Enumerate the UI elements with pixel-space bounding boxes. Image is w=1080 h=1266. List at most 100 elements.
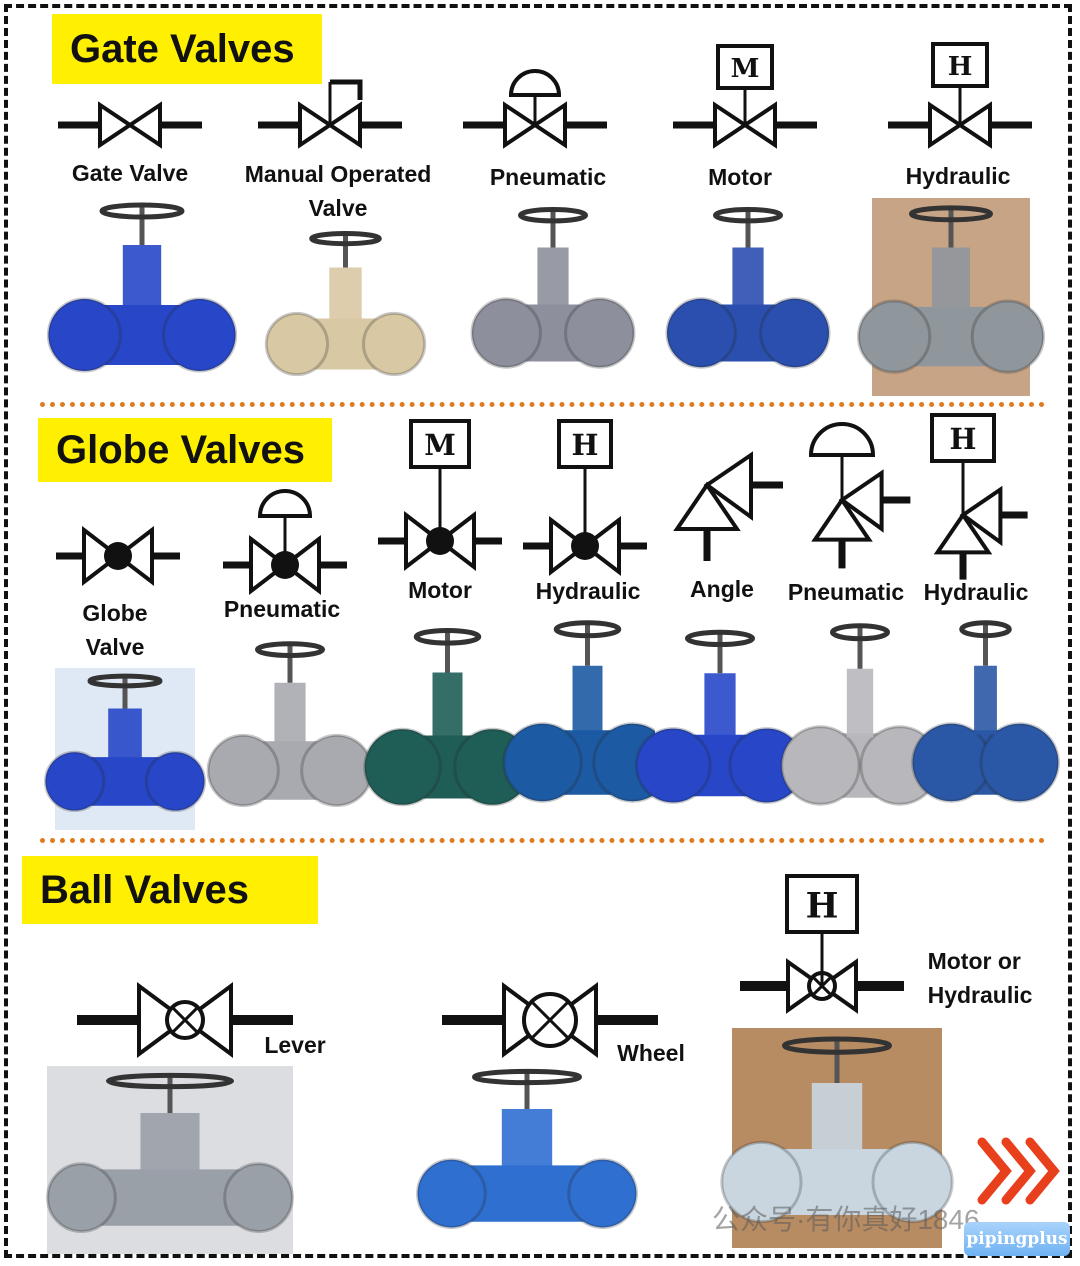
- valve-bonnet: [501, 1109, 553, 1170]
- label-ball-lever: Lever: [264, 1032, 326, 1058]
- label-globe-valve: Globe Valve: [82, 600, 148, 660]
- valve-photo: [470, 200, 636, 390]
- actuator-letter: M: [731, 54, 760, 84]
- valve-flange: [911, 722, 992, 803]
- valve-photo: [502, 612, 673, 827]
- handwheel: [713, 207, 783, 224]
- valve-photo: [43, 668, 207, 830]
- label-ball-wheel: Wheel: [617, 1040, 685, 1066]
- pipingplus-badge: pipingplus: [964, 1222, 1070, 1256]
- valve-flange: [502, 722, 583, 803]
- valve-triangle: [531, 101, 567, 149]
- valve-triangle: [181, 982, 233, 1058]
- symbol-ball-motor: H: [740, 874, 904, 1014]
- valve-triangle: [298, 101, 334, 149]
- valve-photo: [911, 612, 1060, 827]
- actuator-letter: H: [950, 422, 977, 456]
- label-gate-valve: Gate Valve: [71, 160, 189, 186]
- symbol-gate-valve: [58, 101, 202, 149]
- section-title-ball: Ball Valves: [22, 856, 318, 924]
- valve-triangle: [137, 982, 189, 1058]
- handwheel: [472, 1068, 582, 1086]
- valve-bonnet: [122, 245, 162, 309]
- handwheel: [518, 207, 588, 224]
- chevron-icon: [977, 1137, 1012, 1205]
- chevron-icon: [1025, 1137, 1060, 1205]
- actuator-box-icon: [931, 42, 989, 88]
- section-title-gate: Gate Valves: [52, 14, 322, 84]
- handwheel: [99, 202, 185, 220]
- valve-bonnet: [274, 682, 306, 746]
- valve-flange: [564, 297, 636, 369]
- actuator-box-icon: [716, 44, 774, 90]
- symbol-pneumatic-globe: [223, 489, 347, 596]
- handwheel: [830, 623, 890, 642]
- valve-bonnet: [811, 1083, 863, 1154]
- valve-triangle: [126, 101, 162, 149]
- handwheel: [87, 673, 163, 689]
- valve-flange: [144, 750, 207, 813]
- valve-flange: [223, 1162, 294, 1233]
- valve-triangle: [581, 515, 621, 577]
- valve-body: [66, 1169, 274, 1226]
- label-angle-hydraulic: Hydraulic: [923, 579, 1029, 605]
- valve-triangle: [114, 525, 154, 587]
- valve-triangle: [818, 958, 858, 1014]
- handwheel: [106, 1072, 234, 1090]
- label-angle-pneumatic: Pneumatic: [787, 579, 905, 605]
- next-arrow-icon: [977, 1137, 1060, 1205]
- valve-photo: [665, 200, 831, 390]
- valve-triangle: [98, 101, 134, 149]
- valve-bonnet: [846, 668, 874, 738]
- label-gate-hydraulic: Hydraulic: [905, 163, 1011, 189]
- symbol-hydraulic-globe: H: [523, 419, 647, 577]
- valve-photo: [264, 225, 427, 395]
- valve-triangle: [956, 101, 992, 149]
- label-ball-motor-hydraulic: Motor or Hydraulic: [927, 948, 1033, 1008]
- valve-bonnet: [572, 665, 603, 735]
- valve-bonnet: [732, 247, 764, 309]
- actuator-box-icon: [785, 874, 859, 934]
- label-globe-pneumatic: Pneumatic: [223, 596, 341, 622]
- symbol-ball-lever: [77, 982, 293, 1058]
- valve-photo: [416, 1062, 638, 1250]
- valve-body: [438, 1165, 616, 1222]
- valve-triangle: [786, 958, 826, 1014]
- handwheel: [782, 1036, 892, 1055]
- valve-triangle: [549, 515, 589, 577]
- symbol-hydraulic-gate: H: [888, 42, 1032, 149]
- valve-bonnet: [974, 665, 997, 735]
- valve-flange: [300, 733, 374, 808]
- valve-flange: [362, 311, 427, 377]
- valve-flange: [871, 1140, 954, 1224]
- valve-bonnet: [329, 267, 362, 322]
- valve-flange: [363, 727, 442, 807]
- label-manual-operated: Manual Operated Valve: [244, 161, 432, 221]
- diaphragm-actuator-icon: [508, 69, 562, 97]
- handwheel: [909, 205, 993, 223]
- label-gate-motor: Motor: [708, 164, 772, 190]
- valve-flange: [264, 311, 329, 377]
- actuator-letter: H: [572, 428, 599, 462]
- ball-cross: [530, 1000, 570, 1040]
- valve-triangle: [928, 101, 964, 149]
- valve-flange: [470, 297, 542, 369]
- symbol-angle-hydraulic: H: [930, 413, 1028, 580]
- handwheel: [413, 628, 482, 646]
- valve-triangle: [326, 101, 362, 149]
- handwheel: [553, 620, 622, 639]
- valve-flange: [970, 299, 1046, 374]
- valve-flange: [759, 297, 831, 369]
- valve-triangle: [713, 101, 749, 149]
- valve-flange: [979, 722, 1060, 803]
- valve-photo: [206, 634, 374, 829]
- valve-flange: [46, 297, 122, 373]
- valve-flange: [416, 1158, 487, 1229]
- dashed-border: [4, 4, 1072, 1258]
- symbol-motor-globe: M: [378, 419, 502, 572]
- symbol-manual-gate: [258, 79, 402, 149]
- valve-photo: [780, 615, 940, 830]
- valve-bonnet: [932, 247, 970, 311]
- valve-photo: [720, 1028, 954, 1248]
